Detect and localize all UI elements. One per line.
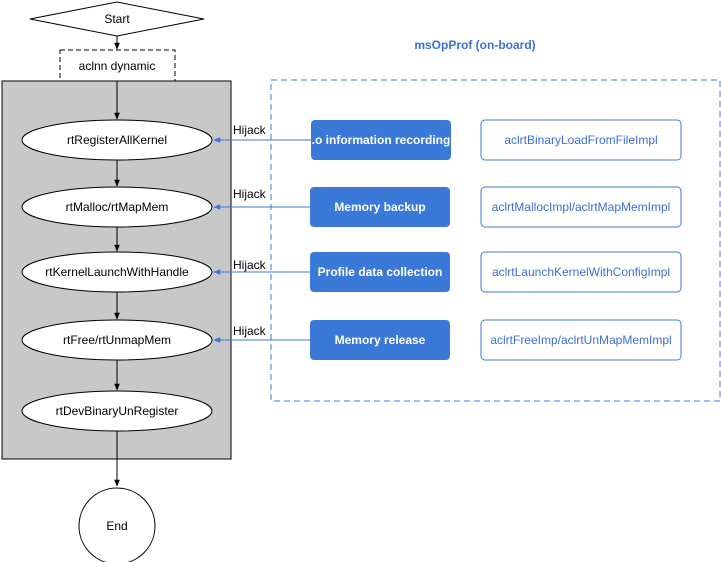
- action-label: Memory backup: [334, 200, 425, 214]
- impl-box-free: aclrtFreeImp/aclrtUnMapMemImpl: [480, 319, 682, 361]
- action-box-o-recording: .o information recording: [311, 120, 451, 160]
- hijack-label-4: Hijack: [233, 324, 267, 338]
- impl-label: aclrtLaunchKernelWithConfigImpl: [492, 265, 670, 279]
- flow-node-unregister: rtDevBinaryUnRegister: [21, 390, 213, 432]
- aclnn-dynamic-label: aclnn dynamic: [79, 59, 156, 73]
- end-label: End: [106, 519, 127, 533]
- hijack-label-2: Hijack: [233, 187, 267, 201]
- flow-node-label: rtFree/rtUnmapMem: [63, 333, 171, 347]
- start-label: Start: [104, 12, 130, 26]
- flow-node-label: rtMalloc/rtMapMem: [66, 200, 169, 214]
- hijack-label-3: Hijack: [233, 258, 267, 272]
- impl-box-binary-load: aclrtBinaryLoadFromFileImpl: [480, 119, 682, 161]
- flow-node-launch: rtKernelLaunchWithHandle: [21, 251, 213, 293]
- impl-label: aclrtMallocImpl/aclrtMapMemImpl: [492, 200, 671, 214]
- action-box-profile-collection: Profile data collection: [310, 252, 450, 292]
- msopprof-region: [270, 79, 721, 402]
- action-label: Profile data collection: [318, 265, 443, 279]
- end-circle: End: [78, 487, 156, 562]
- flow-node-free: rtFree/rtUnmapMem: [21, 319, 213, 361]
- impl-box-malloc: aclrtMallocImpl/aclrtMapMemImpl: [480, 186, 682, 228]
- aclnn-dynamic-box: aclnn dynamic: [59, 49, 176, 82]
- msopprof-title: msOpProf (on-board): [414, 38, 535, 52]
- impl-box-launch-kernel: aclrtLaunchKernelWithConfigImpl: [480, 251, 682, 293]
- flow-node-label: rtKernelLaunchWithHandle: [45, 265, 189, 279]
- action-box-memory-backup: Memory backup: [310, 187, 450, 227]
- flow-node-register: rtRegisterAllKernel: [21, 119, 213, 161]
- action-label: Memory release: [335, 333, 426, 347]
- hijack-label-1: Hijack: [233, 123, 267, 137]
- action-label: .o information recording: [312, 133, 451, 147]
- flow-node-label: rtRegisterAllKernel: [67, 133, 167, 147]
- impl-label: aclrtFreeImp/aclrtUnMapMemImpl: [490, 333, 671, 347]
- impl-label: aclrtBinaryLoadFromFileImpl: [504, 133, 657, 147]
- flow-node-malloc: rtMalloc/rtMapMem: [21, 186, 213, 228]
- start-diamond: Start: [29, 1, 205, 37]
- action-box-memory-release: Memory release: [310, 320, 450, 360]
- flow-node-label: rtDevBinaryUnRegister: [56, 404, 179, 418]
